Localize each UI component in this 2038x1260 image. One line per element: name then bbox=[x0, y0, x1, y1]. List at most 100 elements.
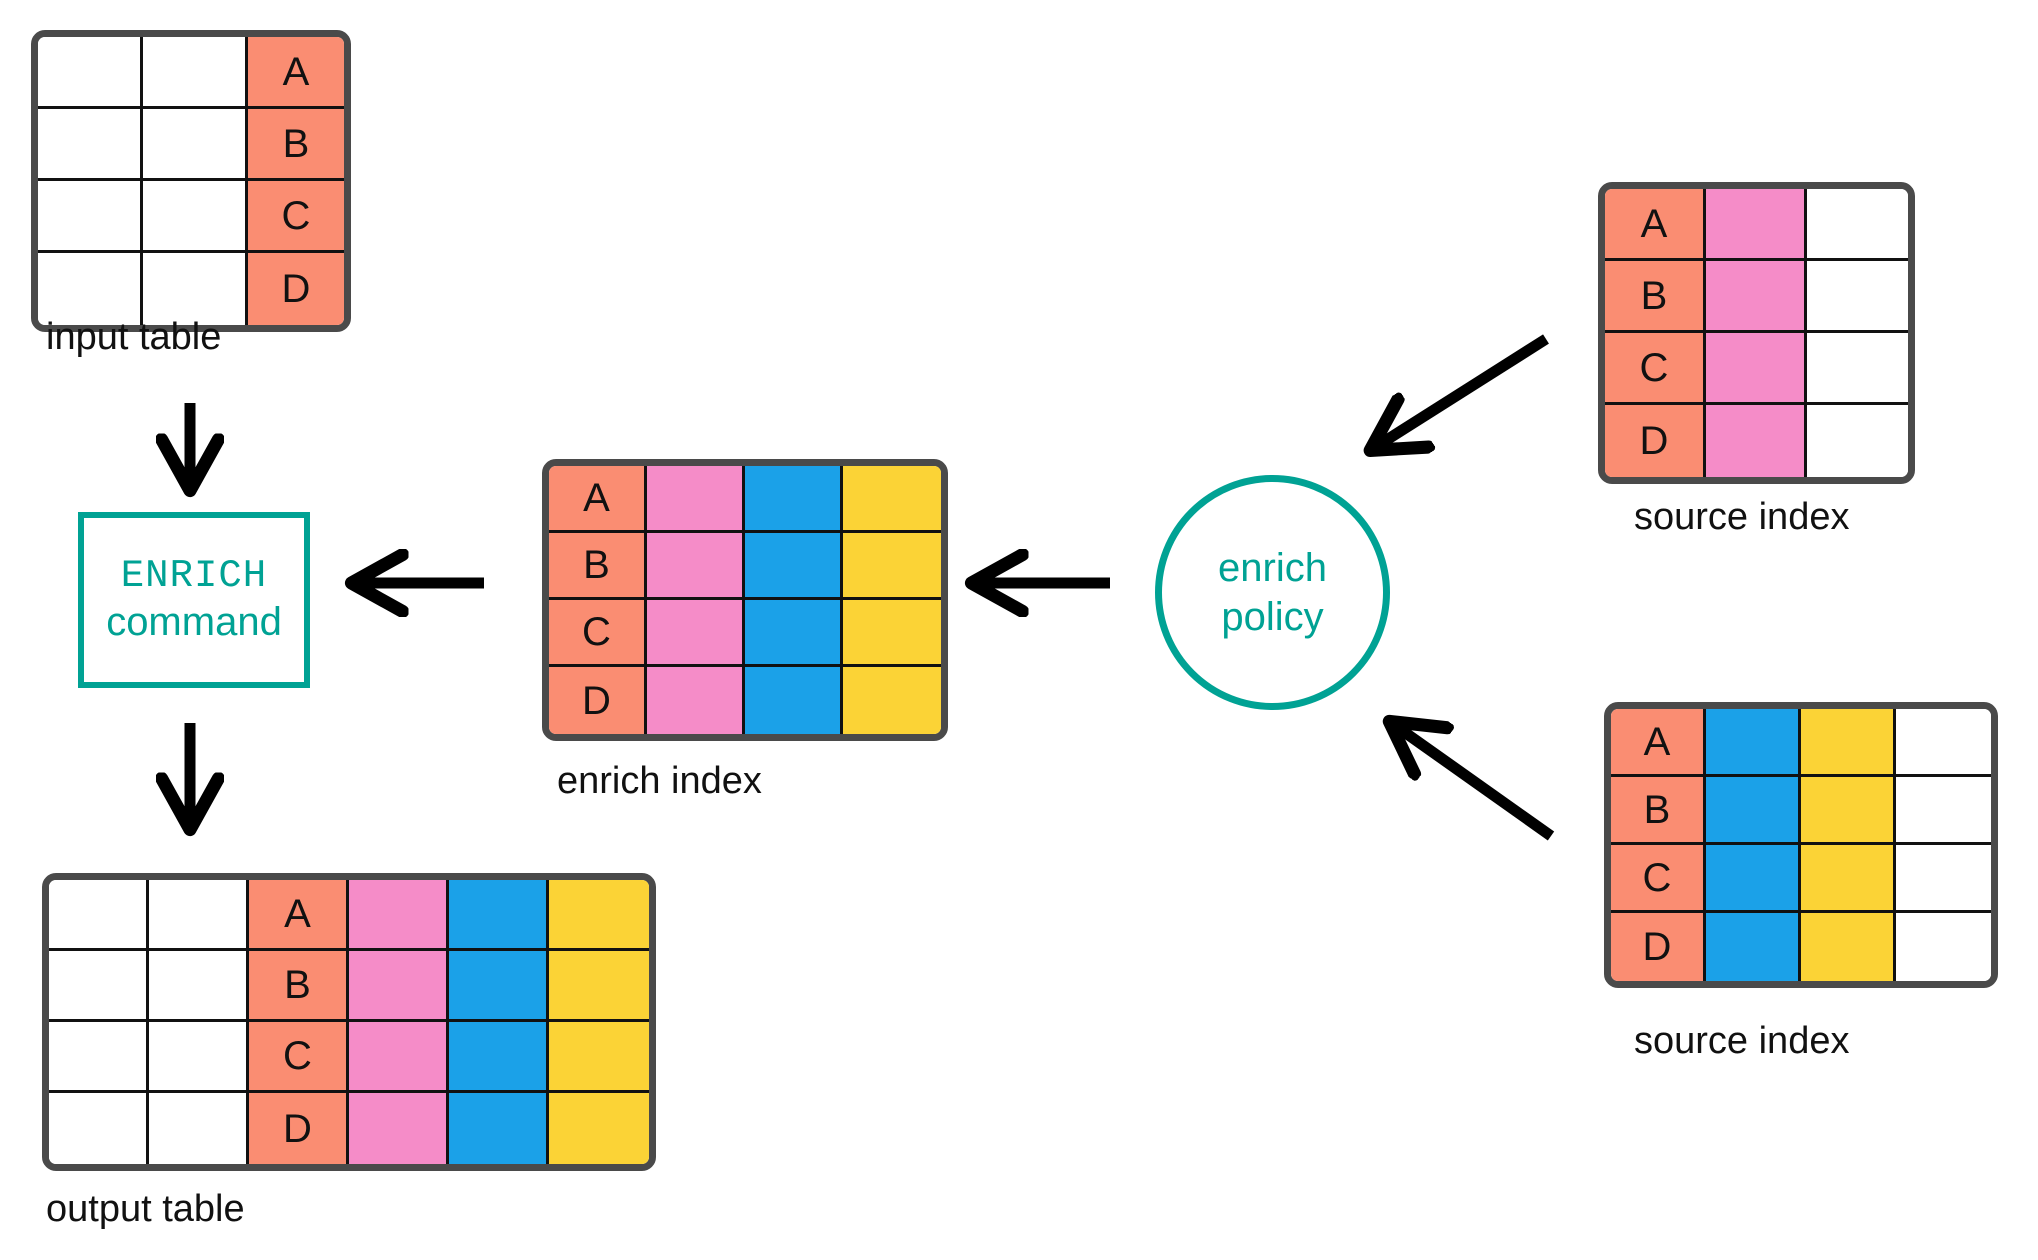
table-row: D bbox=[549, 667, 941, 734]
table-cell bbox=[1706, 845, 1801, 913]
table-cell bbox=[1706, 261, 1807, 333]
table-cell bbox=[745, 667, 843, 734]
table-cell-key: C bbox=[248, 181, 344, 253]
table-cell bbox=[49, 880, 149, 951]
table-cell bbox=[549, 1093, 649, 1164]
output-table-caption: output table bbox=[46, 1188, 245, 1230]
table-cell bbox=[349, 880, 449, 951]
table-cell bbox=[1706, 709, 1801, 777]
table-cell-key: B bbox=[248, 109, 344, 181]
table-cell-key: A bbox=[249, 880, 349, 951]
table-cell bbox=[349, 1093, 449, 1164]
table-cell bbox=[149, 880, 249, 951]
table-cell bbox=[143, 253, 248, 325]
table-cell-key: A bbox=[549, 466, 647, 533]
table-cell bbox=[647, 466, 745, 533]
table-cell bbox=[745, 533, 843, 600]
table-cell bbox=[1807, 189, 1908, 261]
table-cell-key: A bbox=[248, 37, 344, 109]
enrich-policy-circle[interactable]: enrich policy bbox=[1155, 475, 1390, 710]
table-cell bbox=[1807, 261, 1908, 333]
table-cell bbox=[149, 951, 249, 1022]
table-row: D bbox=[1605, 405, 1908, 477]
table-cell-key: B bbox=[1605, 261, 1706, 333]
table-cell bbox=[1807, 405, 1908, 477]
table-cell bbox=[1706, 777, 1801, 845]
table-cell bbox=[49, 1093, 149, 1164]
table-row: B bbox=[1611, 777, 1991, 845]
source-index-top-caption: source index bbox=[1634, 496, 1850, 538]
table-row: C bbox=[38, 181, 344, 253]
source-index-bottom-caption: source index bbox=[1634, 1020, 1850, 1062]
table-row: A bbox=[1611, 709, 1991, 777]
table-cell bbox=[1706, 405, 1807, 477]
table-cell bbox=[1801, 777, 1896, 845]
table-cell bbox=[1706, 189, 1807, 261]
table-cell bbox=[843, 600, 941, 667]
table-cell bbox=[1706, 333, 1807, 405]
table-cell-key: A bbox=[1611, 709, 1706, 777]
enrich-command-line1: ENRICH bbox=[120, 554, 268, 599]
table-cell bbox=[149, 1022, 249, 1093]
table-cell bbox=[449, 951, 549, 1022]
table-cell bbox=[1801, 709, 1896, 777]
table-cell-key: A bbox=[1605, 189, 1706, 261]
enrich-command-line2: command bbox=[106, 600, 282, 645]
table-cell bbox=[49, 1022, 149, 1093]
table-cell bbox=[38, 109, 143, 181]
table-cell bbox=[1801, 913, 1896, 981]
table-cell bbox=[647, 600, 745, 667]
table-row: A bbox=[49, 880, 649, 951]
table-row: C bbox=[1605, 333, 1908, 405]
table-cell bbox=[1807, 333, 1908, 405]
enrich-command-box[interactable]: ENRICH command bbox=[78, 512, 310, 688]
table-cell-key: C bbox=[1611, 845, 1706, 913]
table-cell bbox=[745, 600, 843, 667]
table-cell bbox=[449, 1093, 549, 1164]
table-cell bbox=[647, 667, 745, 734]
table-cell bbox=[549, 880, 649, 951]
table-row: B bbox=[49, 951, 649, 1022]
table-cell bbox=[843, 533, 941, 600]
table-cell bbox=[143, 37, 248, 109]
table-cell bbox=[38, 37, 143, 109]
table-cell bbox=[1896, 913, 1991, 981]
table-cell bbox=[143, 109, 248, 181]
table-cell-key: C bbox=[549, 600, 647, 667]
arrow-source-index-top-to-policy bbox=[1374, 334, 1549, 448]
table-cell-key: D bbox=[549, 667, 647, 734]
table-cell bbox=[349, 1022, 449, 1093]
table-cell bbox=[1801, 845, 1896, 913]
table-cell bbox=[1896, 777, 1991, 845]
table-cell bbox=[1706, 913, 1801, 981]
table-cell-key: D bbox=[249, 1093, 349, 1164]
table-cell bbox=[1896, 709, 1991, 777]
table-cell bbox=[745, 466, 843, 533]
table-cell bbox=[38, 181, 143, 253]
input-table-caption: input table bbox=[46, 316, 222, 358]
table-cell bbox=[49, 951, 149, 1022]
table-row: C bbox=[49, 1022, 649, 1093]
table-cell bbox=[549, 951, 649, 1022]
table-cell-key: B bbox=[1611, 777, 1706, 845]
arrow-source-index-bottom-to-policy bbox=[1393, 724, 1555, 841]
table-row: C bbox=[1611, 845, 1991, 913]
table-cell-key: C bbox=[249, 1022, 349, 1093]
table-row: A bbox=[549, 466, 941, 533]
table-row: C bbox=[549, 600, 941, 667]
table-cell-key: D bbox=[248, 253, 344, 325]
table-cell-key: D bbox=[1611, 913, 1706, 981]
table-cell bbox=[647, 533, 745, 600]
enrich-policy-line1: enrich bbox=[1218, 545, 1327, 590]
table-cell bbox=[349, 951, 449, 1022]
table-cell bbox=[843, 667, 941, 734]
